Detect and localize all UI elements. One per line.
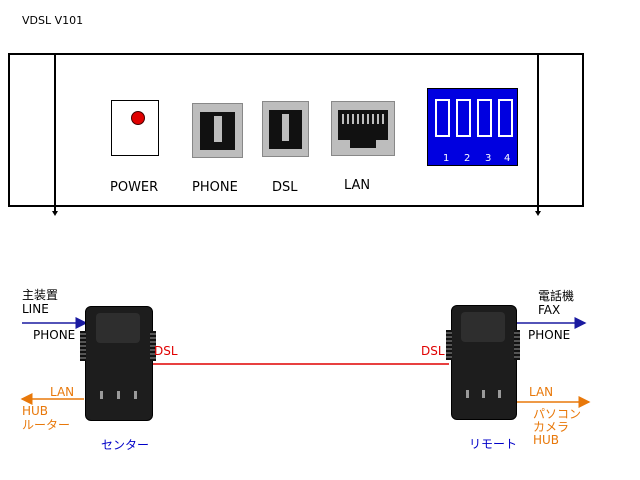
left-phone-label: PHONE xyxy=(33,328,76,342)
panel-right-rail xyxy=(535,53,541,216)
dip-switch-1 xyxy=(435,99,450,137)
right-lan-label: LAN xyxy=(529,385,554,399)
lan-port-label: LAN xyxy=(344,178,371,193)
dip-switch-4 xyxy=(498,99,513,137)
dip-switch-2 xyxy=(456,99,471,137)
right-phone-top-label: 電話機 xyxy=(538,289,575,303)
remote-device-label: リモート xyxy=(469,437,518,451)
power-switch xyxy=(111,100,159,156)
left-hub-label: HUB xyxy=(22,404,49,418)
phone-port-label: PHONE xyxy=(192,180,238,195)
power-label: POWER xyxy=(110,180,159,195)
left-lan-label: LAN xyxy=(50,385,75,399)
center-device-label: センター xyxy=(101,438,150,452)
remote-modem-icon xyxy=(446,305,520,420)
power-led-icon xyxy=(131,111,145,125)
dip-number: 1 xyxy=(443,153,450,164)
dip-number: 3 xyxy=(485,153,492,164)
panel-left-rail xyxy=(52,53,58,216)
right-phone-label: PHONE xyxy=(528,328,571,342)
center-modem-icon xyxy=(80,306,156,421)
right-fax-label: FAX xyxy=(538,303,561,317)
right-pc-label: パソコン xyxy=(533,407,582,421)
left-line-label: LINE xyxy=(22,302,49,316)
phone-jack-icon xyxy=(192,103,243,158)
diagram-title: VDSL V101 xyxy=(22,14,84,27)
dip-switch: 1 2 3 4 xyxy=(427,88,518,166)
dsl-jack-icon xyxy=(262,101,309,157)
left-router-label: ルーター xyxy=(22,418,71,432)
right-dsl-label: DSL xyxy=(421,344,445,358)
left-dsl-label: DSL xyxy=(154,344,178,358)
right-camera-label: カメラ xyxy=(533,420,570,434)
dip-number: 4 xyxy=(504,153,511,164)
left-line-top-label: 主装置 xyxy=(22,288,59,302)
front-panel xyxy=(8,53,584,207)
lan-jack-icon xyxy=(331,101,395,156)
right-hub-label: HUB xyxy=(533,433,560,447)
dip-switch-3 xyxy=(477,99,492,137)
dip-number: 2 xyxy=(464,153,471,164)
dsl-port-label: DSL xyxy=(272,180,298,195)
